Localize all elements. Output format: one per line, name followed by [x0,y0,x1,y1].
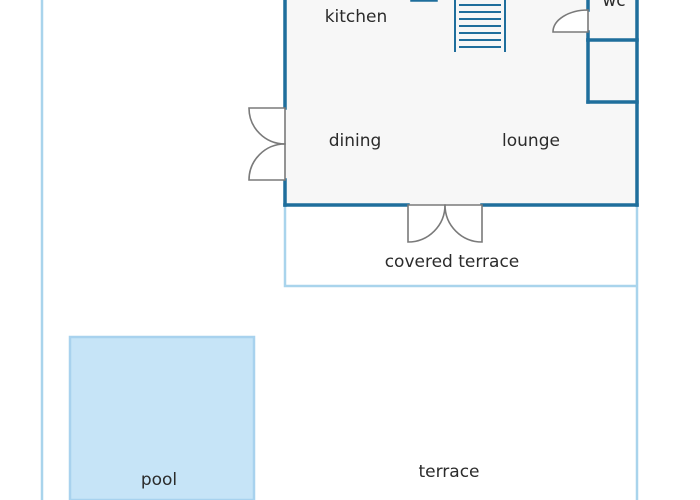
staircase-icon [454,0,506,52]
house-walls [283,0,639,207]
label-covered-terrace: covered terrace [385,252,520,272]
lounge-double-door-icon [407,204,483,243]
label-dining: dining [329,131,382,151]
covered-terrace-outline [283,205,637,288]
wc-door-icon [552,9,589,33]
label-pool: pool [141,470,177,490]
label-lounge: lounge [502,131,560,151]
label-wc: wc [602,0,625,11]
dining-double-door-icon [248,107,286,181]
pool [68,335,256,500]
label-terrace: terrace [418,462,479,482]
house-floor [285,0,637,205]
label-kitchen: kitchen [325,7,388,27]
